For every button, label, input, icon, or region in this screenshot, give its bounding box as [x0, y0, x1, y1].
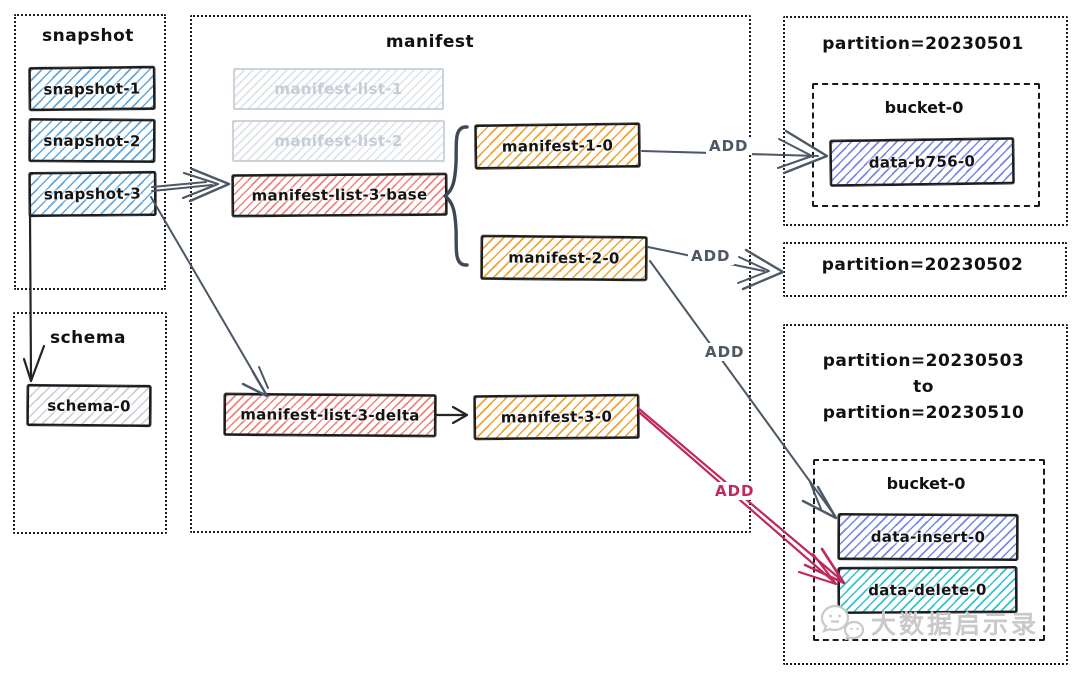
snapshot-3-label: snapshot-3 — [43, 184, 142, 204]
add-label-1: ADD — [706, 137, 752, 155]
watermark-text: 大数据启示录 — [871, 610, 1040, 639]
partition-20230503-10-title: partition=20230503 to partition=20230510 — [795, 348, 1052, 426]
partition-20230502-title: partition=20230502 — [821, 255, 1024, 275]
manifest-list-1-node: manifest-list-1 — [233, 68, 444, 110]
bucket-0-title-p1: bucket-0 — [884, 98, 964, 117]
watermark: 大数据启示录 — [820, 604, 1039, 642]
partition-range-line-3: partition=20230510 — [822, 403, 1025, 423]
bucket-0-title-p3: bucket-0 — [886, 474, 966, 493]
manifest-list-3-base-node: manifest-list-3-base — [231, 173, 448, 217]
add-label-3: ADD — [702, 343, 748, 361]
snapshot-1-node: snapshot-1 — [28, 66, 156, 111]
schema-0-node: schema-0 — [26, 384, 152, 427]
manifest-list-2-node: manifest-list-2 — [232, 120, 445, 162]
snapshot-2-label: snapshot-2 — [43, 131, 141, 150]
manifest-1-0-node: manifest-1-0 — [474, 122, 641, 170]
manifest-list-3-delta-label: manifest-list-3-delta — [240, 405, 420, 425]
partition-20230501-title: partition=20230501 — [822, 34, 1024, 54]
partition-range-line-1: partition=20230503 — [822, 351, 1025, 371]
data-insert-0-node: data-insert-0 — [837, 513, 1019, 561]
schema-group-title: schema — [49, 328, 126, 348]
manifest-list-3-delta-node: manifest-list-3-delta — [223, 393, 437, 437]
add-label-2: ADD — [688, 247, 734, 265]
manifest-1-0-label: manifest-1-0 — [501, 136, 614, 156]
partition-20230501-box — [783, 16, 1068, 226]
snapshot-3-node: snapshot-3 — [28, 171, 157, 217]
data-delete-0-label: data-delete-0 — [868, 580, 987, 600]
partition-range-line-2: to — [913, 377, 934, 397]
data-insert-0-label: data-insert-0 — [870, 527, 986, 547]
snapshot-2-node: snapshot-2 — [28, 118, 156, 163]
manifest-list-2-label: manifest-list-2 — [274, 132, 403, 150]
schema-0-label: schema-0 — [47, 396, 131, 415]
manifest-2-0-node: manifest-2-0 — [480, 235, 648, 281]
manifest-group-title: manifest — [385, 32, 475, 52]
snapshot-group-box — [14, 14, 166, 290]
manifest-list-1-label: manifest-list-1 — [274, 80, 403, 98]
add-label-4: ADD — [712, 482, 758, 500]
data-b756-0-node: data-b756-0 — [829, 137, 1015, 187]
manifest-3-0-label: manifest-3-0 — [500, 407, 613, 427]
data-b756-0-label: data-b756-0 — [868, 152, 976, 172]
snapshot-1-label: snapshot-1 — [43, 78, 141, 99]
chat-bubbles-icon — [820, 604, 865, 641]
manifest-2-0-label: manifest-2-0 — [508, 248, 620, 268]
schema-group-box — [13, 312, 167, 534]
manifest-3-0-node: manifest-3-0 — [473, 394, 640, 440]
manifest-list-3-base-label: manifest-list-3-base — [251, 185, 428, 205]
snapshot-group-title: snapshot — [42, 26, 134, 46]
